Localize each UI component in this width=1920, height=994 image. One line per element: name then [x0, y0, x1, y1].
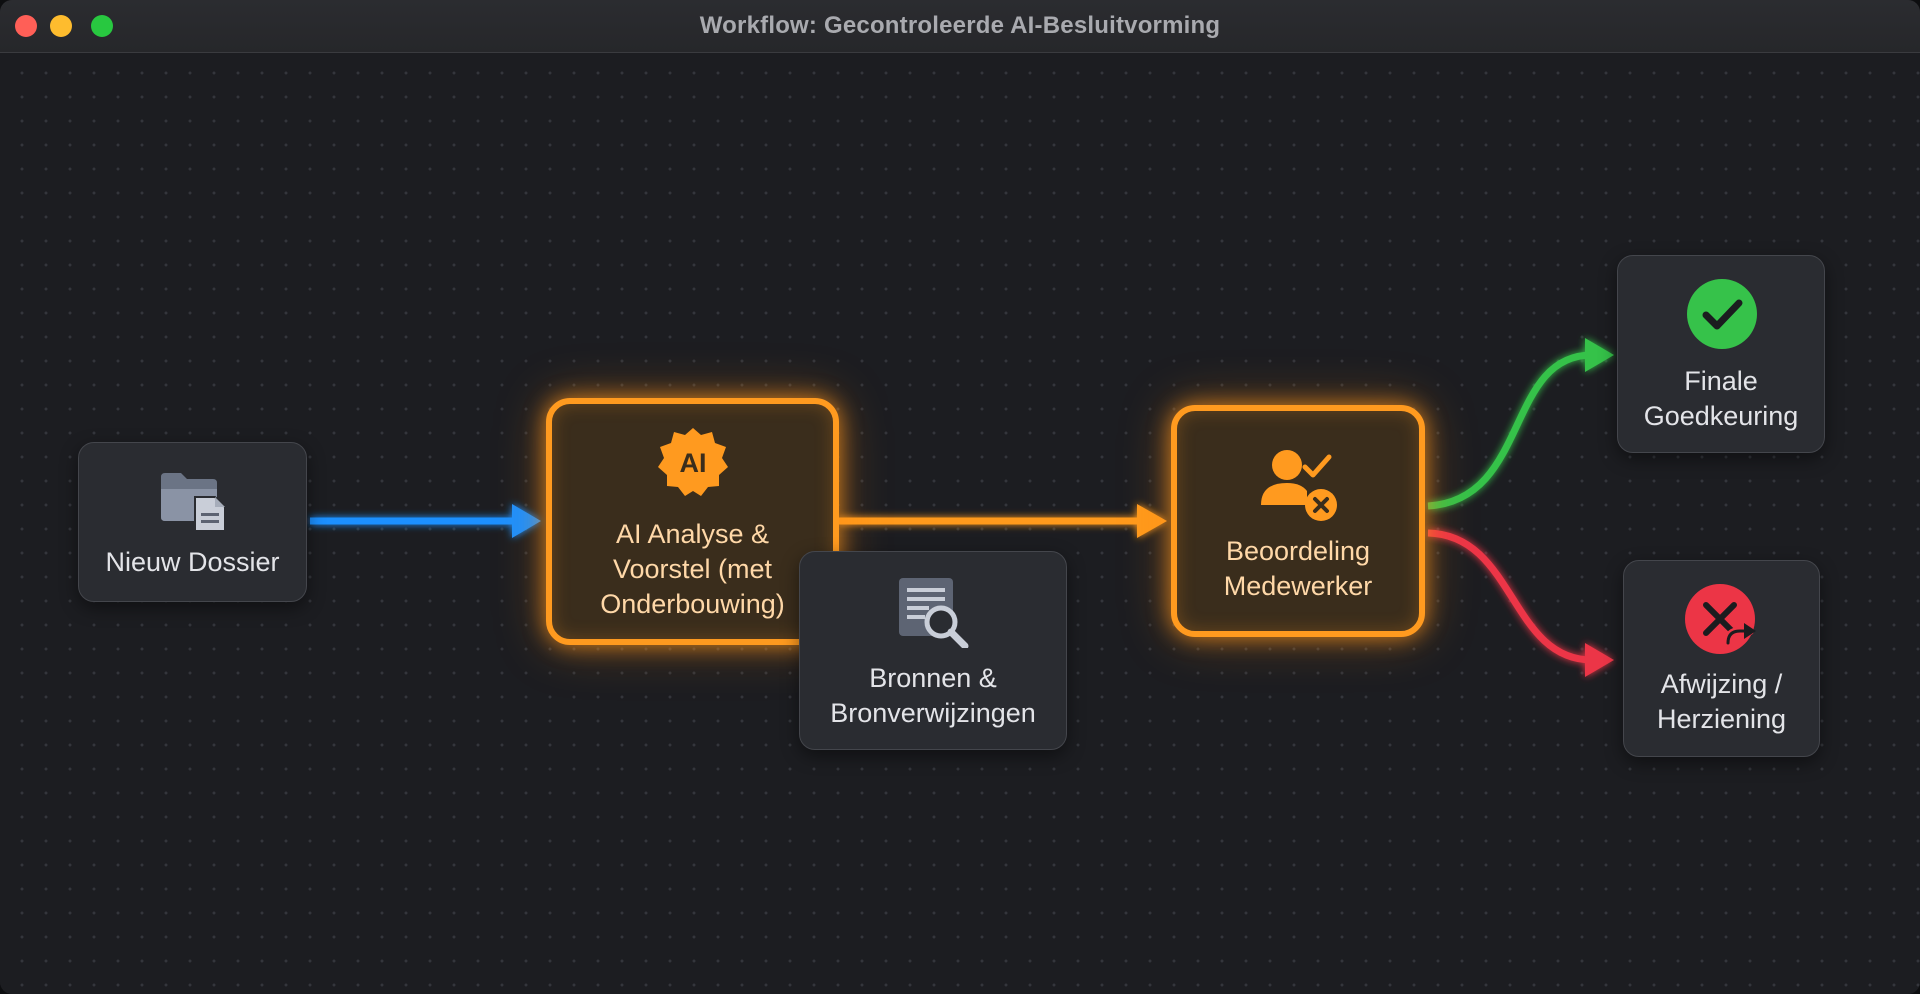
approval-label-line-1: Finale: [1684, 366, 1758, 396]
sources-label-line-2: Bronverwijzingen: [830, 698, 1036, 728]
ai-label-line-2: Voorstel (met: [612, 554, 773, 584]
node-sources[interactable]: Bronnen & Bronverwijzingen: [799, 551, 1067, 750]
node-ai-analysis[interactable]: AI AI Analyse & Voorstel (met Onderbouwi…: [546, 398, 839, 645]
document-search-icon: [899, 578, 969, 648]
rejection-label-line-1: Afwijzing /: [1660, 669, 1783, 699]
node-new-dossier[interactable]: Nieuw Dossier: [78, 442, 307, 602]
ai-badge-icon: AI: [658, 428, 728, 496]
node-approval[interactable]: Finale Goedkeuring: [1617, 255, 1825, 453]
edge-review-to-rejection: [1427, 529, 1614, 677]
node-sources-label: Bronnen & Bronverwijzingen: [800, 661, 1066, 731]
node-new-dossier-label: Nieuw Dossier: [105, 547, 280, 577]
review-label-line-1: Beoordeling: [1225, 536, 1371, 566]
edge-dossier-to-ai: [310, 504, 541, 538]
maximize-window-button[interactable]: [91, 15, 113, 37]
node-review[interactable]: Beoordeling Medewerker: [1171, 405, 1425, 637]
user-check-x-icon: [1261, 450, 1337, 521]
reject-revise-icon: [1685, 584, 1756, 654]
node-review-label: Beoordeling Medewerker: [1177, 534, 1419, 604]
close-window-button[interactable]: [15, 15, 37, 37]
edge-ai-to-review: [838, 504, 1167, 538]
check-circle-icon: [1687, 279, 1757, 349]
node-approval-label: Finale Goedkeuring: [1618, 364, 1824, 434]
approval-label-line-2: Goedkeuring: [1643, 401, 1799, 431]
rejection-label-line-2: Herziening: [1656, 704, 1787, 734]
ai-label-line-3: Onderbouwing): [600, 589, 785, 619]
window-title: Workflow: Gecontroleerde AI-Besluitvormi…: [699, 12, 1221, 39]
node-rejection-label: Afwijzing / Herziening: [1624, 667, 1819, 737]
ai-label-line-1: AI Analyse &: [615, 519, 770, 549]
edge-review-to-approval: [1427, 338, 1614, 510]
sources-label-line-1: Bronnen &: [869, 663, 997, 693]
node-ai-analysis-label: AI Analyse & Voorstel (met Onderbouwing): [552, 517, 833, 622]
minimize-window-button[interactable]: [50, 15, 72, 37]
folder-document-icon: [161, 473, 226, 532]
node-rejection[interactable]: Afwijzing / Herziening: [1623, 560, 1820, 757]
ai-badge-text: AI: [680, 448, 707, 478]
title-bar: Workflow: Gecontroleerde AI-Besluitvormi…: [0, 0, 1920, 53]
review-label-line-2: Medewerker: [1223, 571, 1373, 601]
